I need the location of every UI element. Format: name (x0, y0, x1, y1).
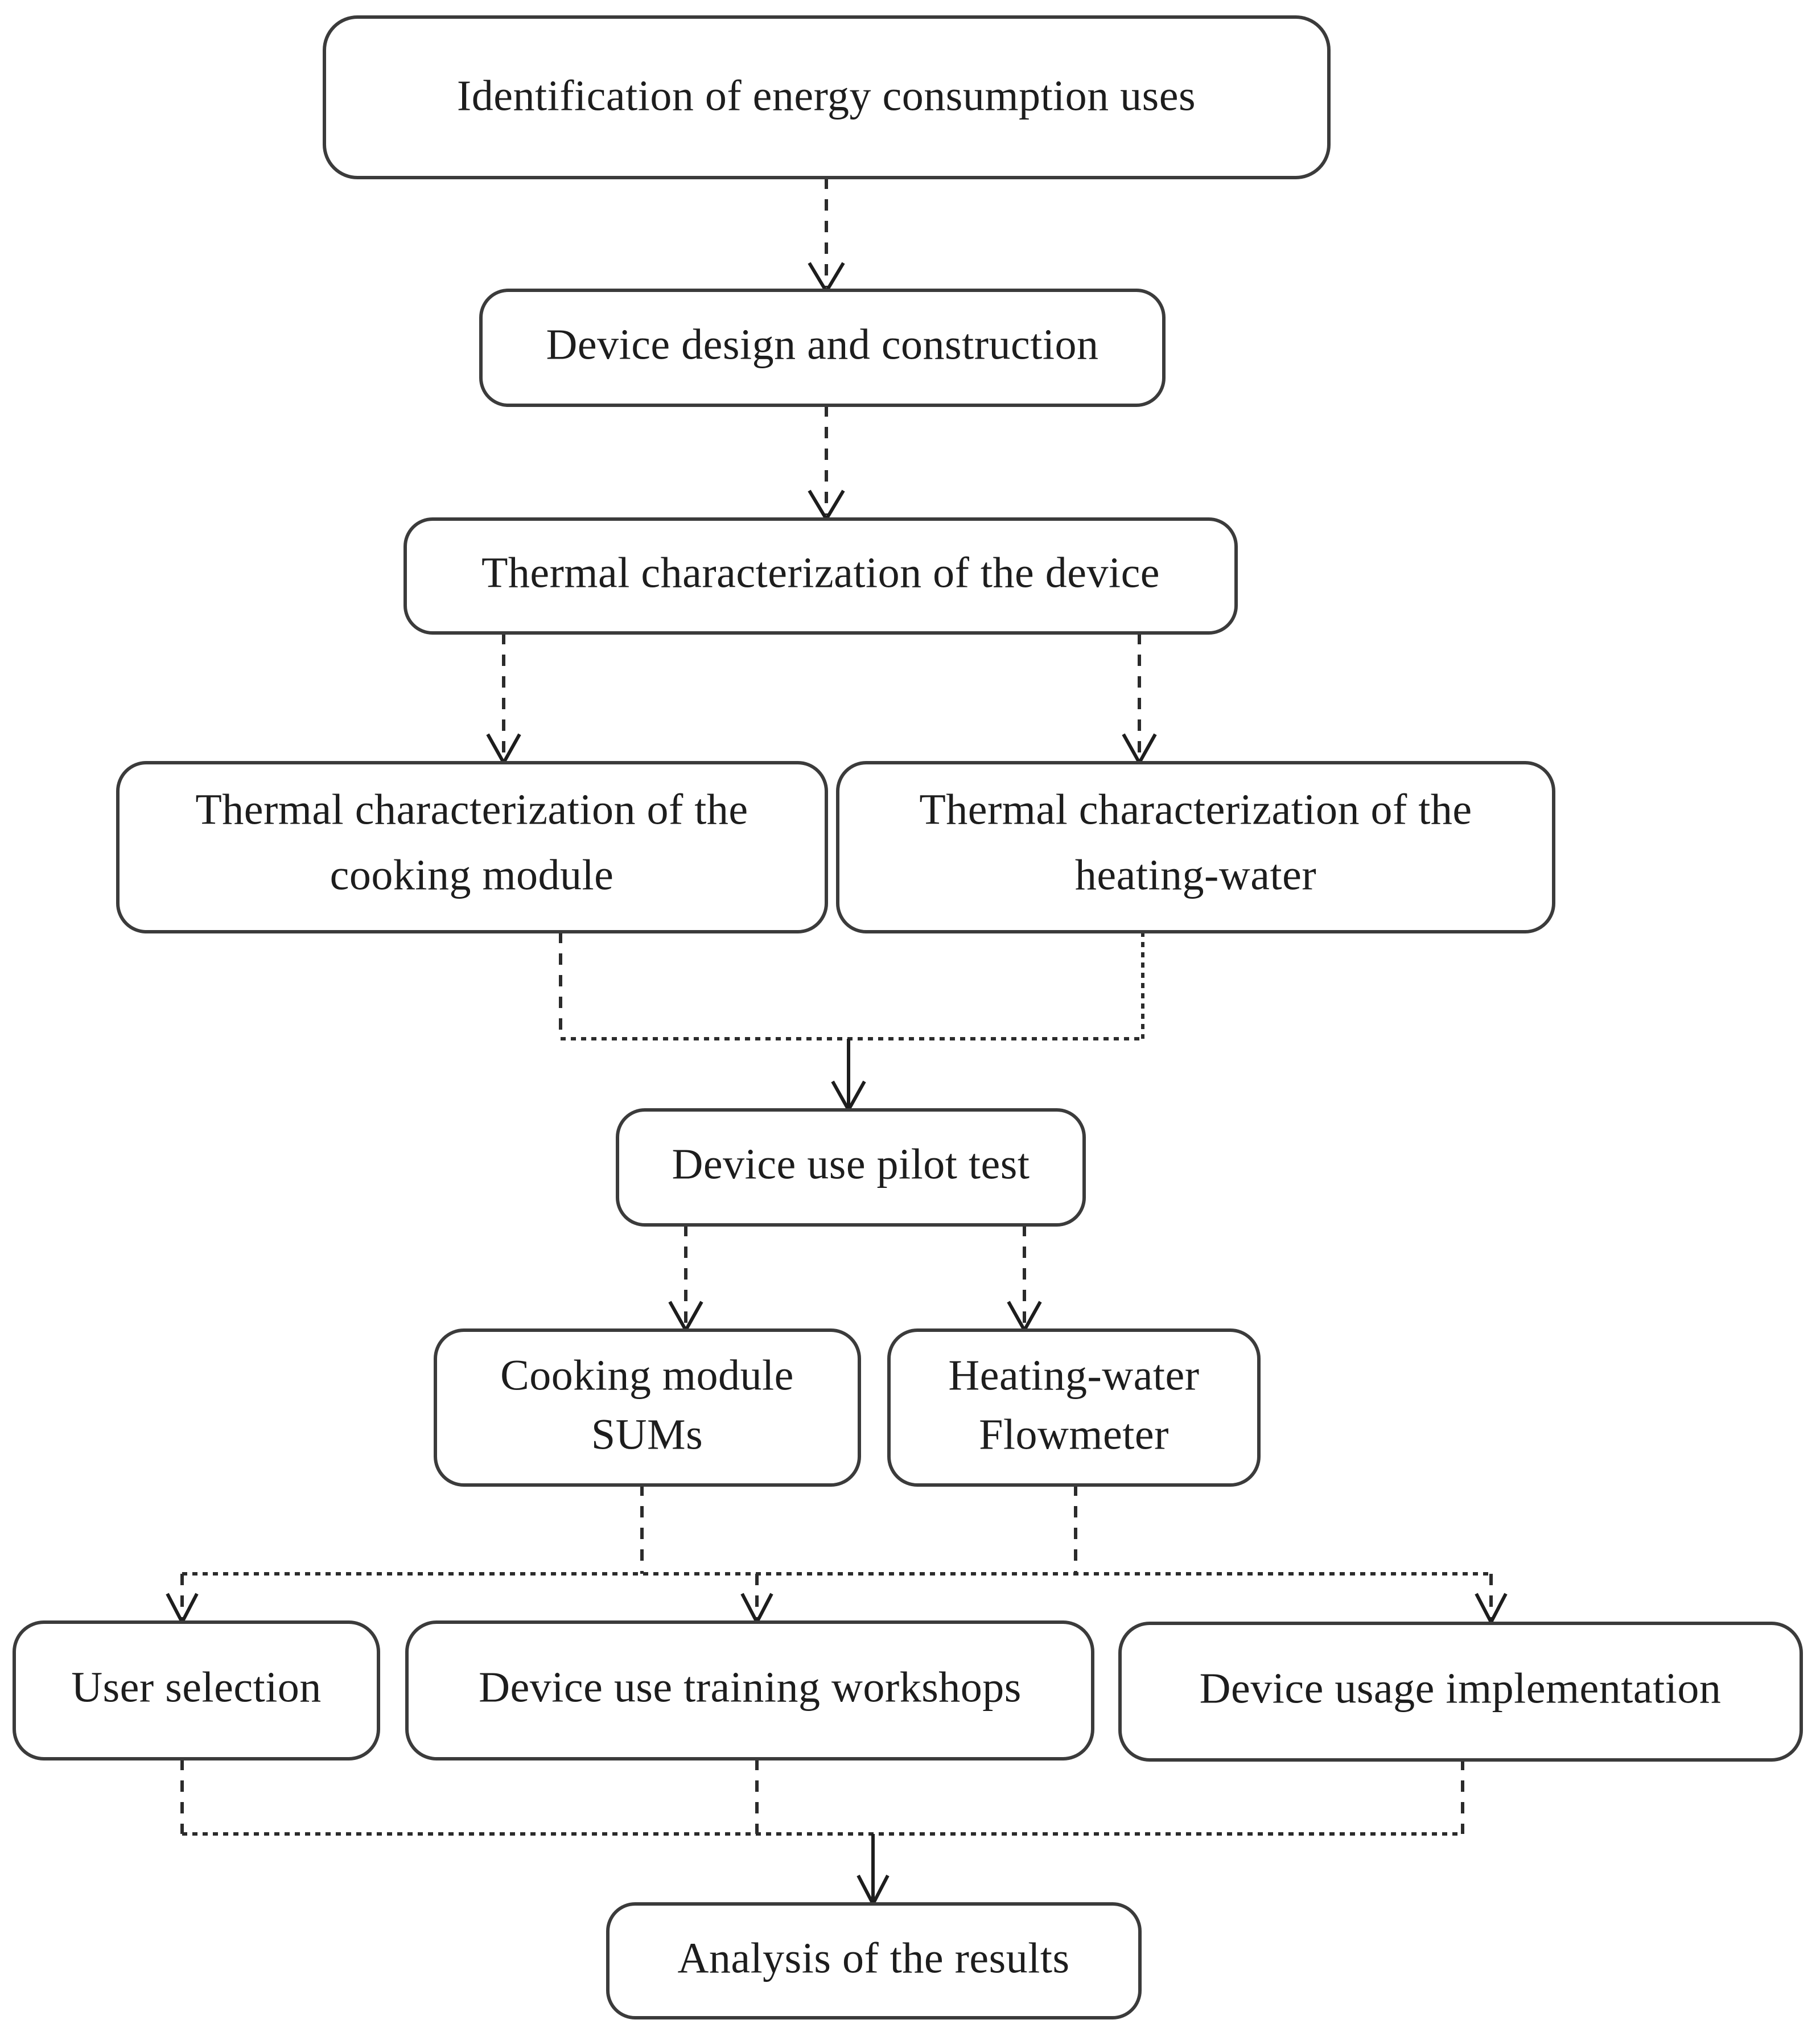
node-thermal-characterization-of-the-cooking-module[interactable]: Thermal characterization of the cooking … (116, 761, 828, 933)
edge-n6-n7 (668, 1225, 703, 1334)
node-thermal-characterization-of-the-heating-water[interactable]: Thermal characterization of the heating-… (836, 761, 1555, 933)
node-label-line2: SUMs (591, 1410, 703, 1458)
node-label: Analysis of the results (677, 1934, 1069, 1982)
node-label: Thermal characterization of the (195, 785, 748, 833)
edge-bus-to-bottom-row (166, 1484, 1508, 1626)
edge-n2-n3 (808, 405, 845, 523)
edge-n3-n5 (1122, 633, 1157, 767)
node-device-design-and-construction[interactable]: Device design and construction (479, 289, 1166, 407)
edge-n1-n2 (808, 178, 845, 295)
node-label: Cooking module (500, 1351, 794, 1399)
node-label: Thermal characterization of the (919, 785, 1472, 833)
node-label: User selection (71, 1663, 322, 1711)
edge-n6-n8 (1007, 1225, 1042, 1334)
node-device-usage-implementation[interactable]: Device usage implementation (1118, 1622, 1803, 1762)
edge-merge-to-n12 (180, 1759, 1464, 1908)
node-label: Device use training workshops (479, 1663, 1022, 1711)
node-label: Device design and construction (546, 320, 1098, 368)
node-label: Heating-water (948, 1351, 1199, 1399)
node-identification-of-energy-consumption-uses[interactable]: Identification of energy consumption use… (323, 15, 1331, 179)
node-thermal-characterization-of-the-device[interactable]: Thermal characterization of the device (403, 517, 1238, 635)
edge-merge-to-n6 (559, 932, 1144, 1114)
node-heating-water-flowmeter[interactable]: Heating-water Flowmeter (887, 1328, 1261, 1487)
node-cooking-module-sums[interactable]: Cooking module SUMs (434, 1328, 861, 1487)
node-analysis-of-the-results[interactable]: Analysis of the results (606, 1902, 1142, 2019)
node-label: Device use pilot test (672, 1140, 1030, 1188)
node-label-line2: cooking module (330, 851, 614, 899)
node-device-use-pilot-test[interactable]: Device use pilot test (616, 1108, 1086, 1227)
node-label: Thermal characterization of the device (481, 549, 1160, 597)
node-label: Device usage implementation (1200, 1664, 1722, 1712)
node-label-line2: Flowmeter (979, 1410, 1169, 1458)
edge-n3-n4 (486, 633, 521, 767)
node-label-line2: heating-water (1075, 851, 1316, 899)
node-device-use-training-workshops[interactable]: Device use training workshops (405, 1620, 1094, 1760)
node-user-selection[interactable]: User selection (13, 1620, 380, 1760)
node-label: Identification of energy consumption use… (457, 72, 1196, 120)
